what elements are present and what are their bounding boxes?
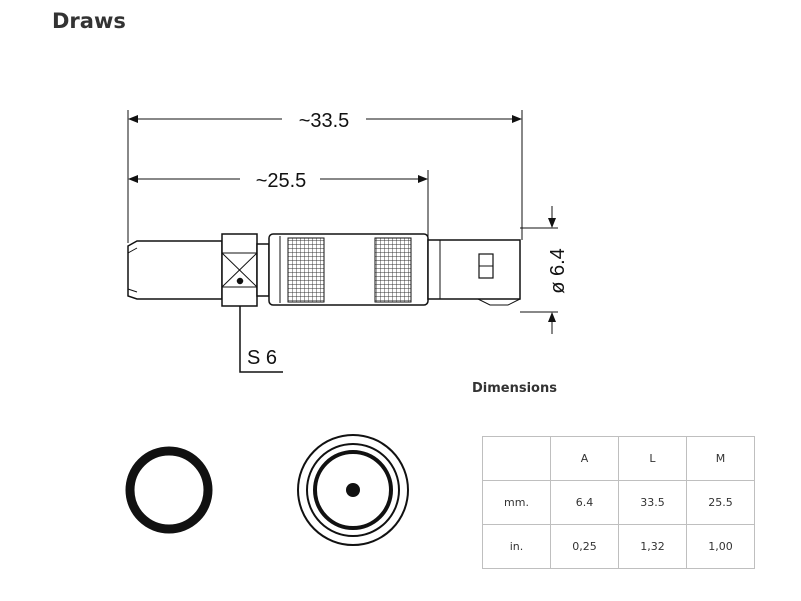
table-cell: 33.5	[618, 480, 687, 525]
table-cell: 0,25	[550, 524, 619, 569]
wrench-size-leader	[239, 306, 283, 373]
table-cell: mm.	[482, 480, 551, 525]
connector-side-view	[127, 233, 521, 307]
dimensions-title: Dimensions	[472, 381, 557, 396]
table-row: in. 0,25 1,32 1,00	[482, 524, 755, 569]
table-cell: in.	[482, 524, 551, 569]
table-row: mm. 6.4 33.5 25.5	[482, 480, 755, 525]
table-header-cell	[482, 436, 551, 481]
page-heading: Draws	[52, 9, 126, 33]
overall-length-label: ~33.5	[299, 110, 350, 132]
diameter-label: ø 6.4	[547, 248, 569, 294]
table-header-cell: M	[686, 436, 755, 481]
table-header-cell: L	[618, 436, 687, 481]
front-view	[297, 434, 409, 546]
rear-view	[125, 446, 213, 534]
wrench-size-label: S 6	[247, 347, 277, 369]
table-cell: 25.5	[686, 480, 755, 525]
dimensions-table: A L M mm. 6.4 33.5 25.5 in. 0,25 1,32 1,…	[482, 436, 755, 569]
table-cell: 1,00	[686, 524, 755, 569]
table-cell: 6.4	[550, 480, 619, 525]
table-header-row: A L M	[482, 436, 755, 481]
body-length-label: ~25.5	[256, 170, 307, 192]
table-cell: 1,32	[618, 524, 687, 569]
table-header-cell: A	[550, 436, 619, 481]
